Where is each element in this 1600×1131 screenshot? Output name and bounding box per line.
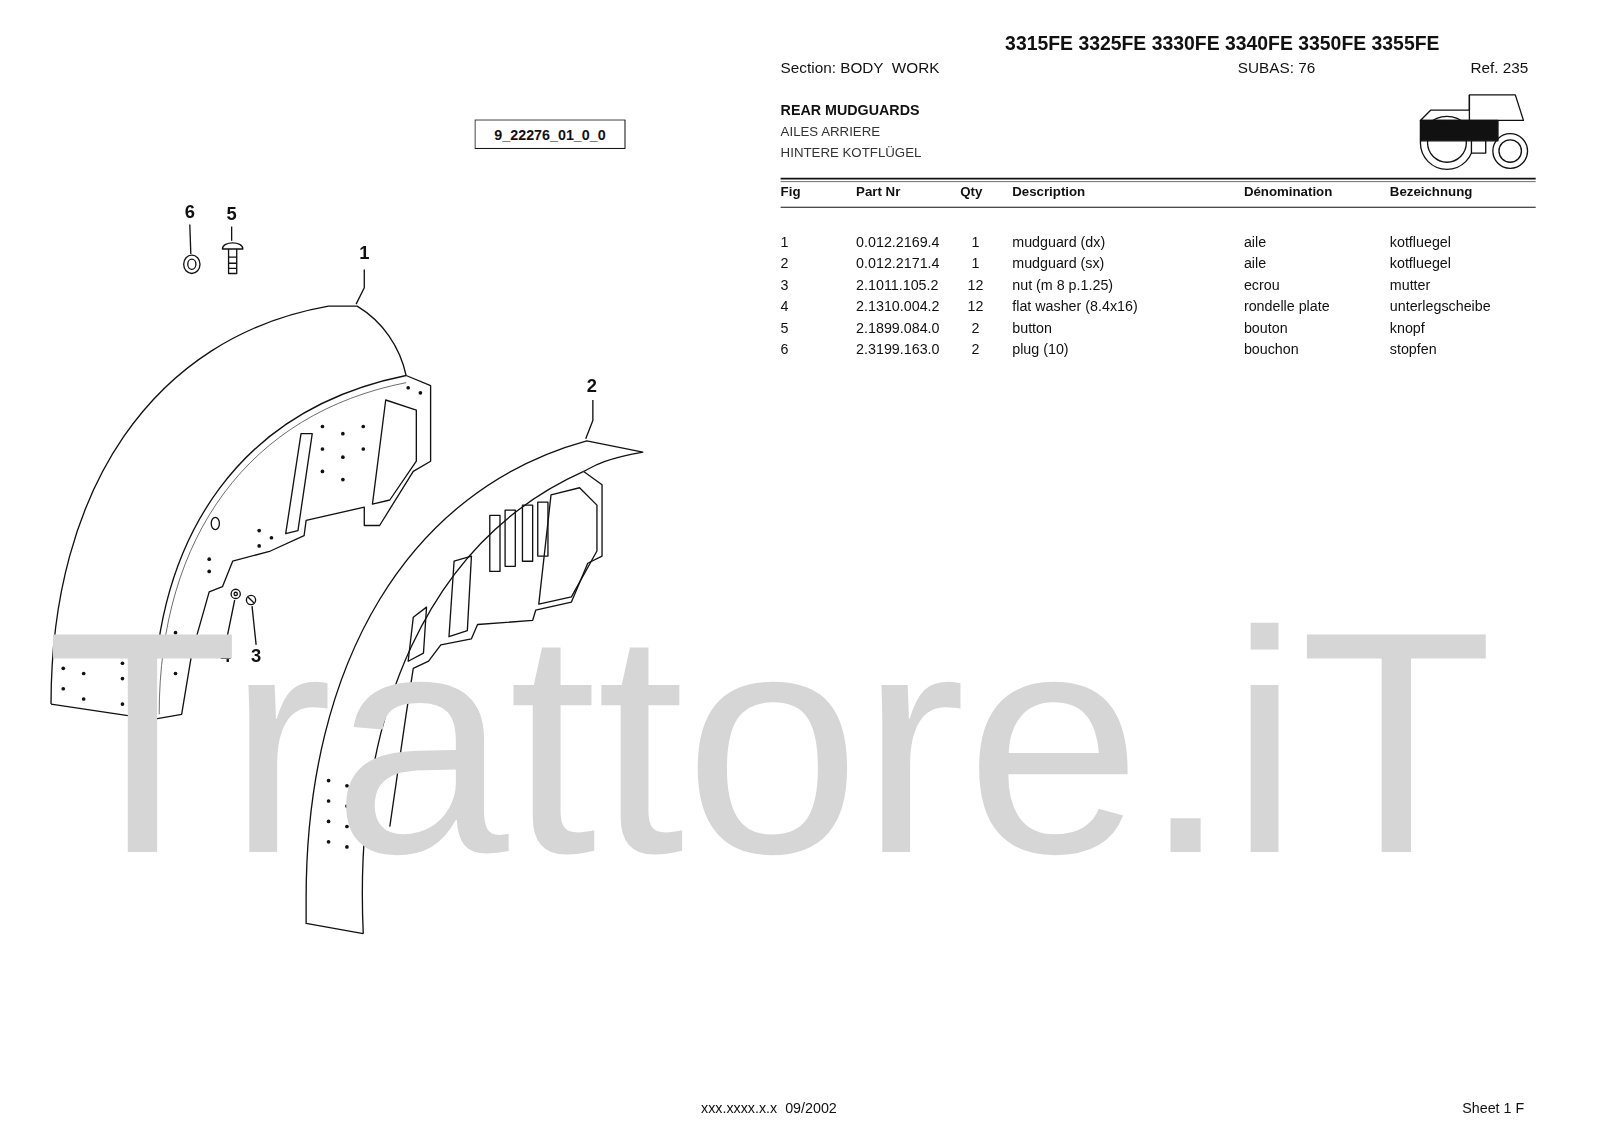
subassembly: SUBAS: 76 <box>1238 59 1315 77</box>
group-title: REAR MUDGUARDS <box>781 102 920 118</box>
quantity: 2 <box>972 319 980 335</box>
drawing-ref: 9_22276_01_0_0 <box>494 126 605 142</box>
column-header: Part Nr <box>856 185 900 200</box>
denomination: ecrou <box>1244 277 1280 293</box>
column-header: Fig <box>781 185 801 200</box>
callout-number: 5 <box>227 204 237 225</box>
bezeichnung: mutter <box>1390 277 1430 293</box>
column-header: Bezeichnung <box>1390 185 1473 200</box>
part-number: 2.3199.163.0 <box>856 341 939 357</box>
denomination: bouchon <box>1244 341 1299 357</box>
part-number: 2.1899.084.0 <box>856 319 939 335</box>
group-title-fr: AILES ARRIERE <box>781 124 881 139</box>
drawing-ref-box: 9_22276_01_0_0 <box>474 119 625 149</box>
bezeichnung: unterlegscheibe <box>1390 298 1491 314</box>
quantity: 12 <box>968 277 984 293</box>
description: plug (10) <box>1012 341 1068 357</box>
description: mudguard (sx) <box>1012 255 1104 271</box>
fig-number: 3 <box>781 277 789 293</box>
part-number: 0.012.2171.4 <box>856 255 939 271</box>
column-header: Dénomination <box>1244 185 1332 200</box>
description: mudguard (dx) <box>1012 234 1105 250</box>
callout-number: 6 <box>185 202 195 223</box>
denomination: aile <box>1244 234 1266 250</box>
fig-number: 5 <box>781 319 789 335</box>
bezeichnung: stopfen <box>1390 341 1437 357</box>
quantity: 2 <box>972 341 980 357</box>
section: Section: BODY WORK <box>781 59 940 77</box>
reference: Ref. 235 <box>1470 59 1528 77</box>
quantity: 12 <box>968 298 984 314</box>
footer-code: xxx.xxxx.x.x 09/2002 <box>701 1100 837 1116</box>
fig-number: 2 <box>781 255 789 271</box>
group-title-de: HINTERE KOTFLÜGEL <box>781 146 922 161</box>
model-list: 3315FE 3325FE 3330FE 3340FE 3350FE 3355F… <box>1005 33 1439 55</box>
bezeichnung: knopf <box>1390 319 1425 335</box>
callout-number: 2 <box>587 376 597 397</box>
denomination: bouton <box>1244 319 1288 335</box>
part-number: 0.012.2169.4 <box>856 234 939 250</box>
bezeichnung: kotfluegel <box>1390 234 1451 250</box>
quantity: 1 <box>972 255 980 271</box>
fig-number: 4 <box>781 298 789 314</box>
column-header: Description <box>1012 185 1085 200</box>
part-number: 2.1310.004.2 <box>856 298 939 314</box>
watermark: Trattore.iT <box>46 585 1493 901</box>
fig-number: 6 <box>781 341 789 357</box>
description: nut (m 8 p.1.25) <box>1012 277 1113 293</box>
part-number: 2.1011.105.2 <box>856 277 938 293</box>
description: button <box>1012 319 1052 335</box>
callout-number: 1 <box>359 243 369 264</box>
quantity: 1 <box>972 234 980 250</box>
sheet-number: Sheet 1 F <box>1462 1100 1524 1116</box>
description: flat washer (8.4x16) <box>1012 298 1137 314</box>
bezeichnung: kotfluegel <box>1390 255 1451 271</box>
fig-number: 1 <box>781 234 789 250</box>
denomination: aile <box>1244 255 1266 271</box>
column-header: Qty <box>960 185 982 200</box>
denomination: rondelle plate <box>1244 298 1330 314</box>
